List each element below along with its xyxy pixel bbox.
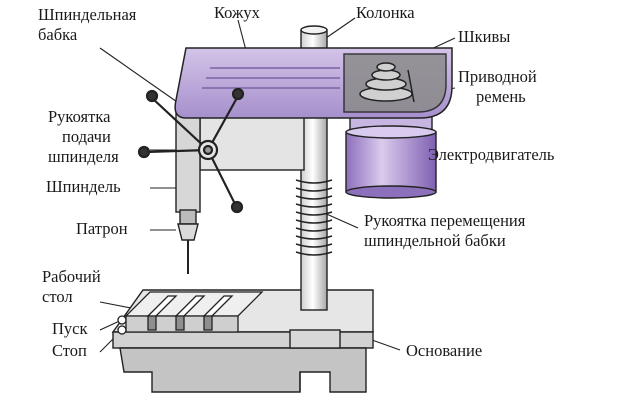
column-spring: [295, 179, 333, 256]
label-column: Колонка: [356, 3, 415, 22]
label-stop: Стоп: [52, 341, 87, 360]
label-pulleys: Шкивы: [458, 27, 511, 46]
label-drive-belt-line2: ремень: [476, 87, 526, 106]
label-move-handle-line1: Рукоятка перемещения: [364, 211, 526, 230]
work-table-shape: [117, 291, 264, 335]
motor-shape: [345, 111, 437, 199]
label-start: Пуск: [52, 319, 88, 338]
label-spindle-head-line1: Шпиндельная: [38, 5, 137, 24]
label-casing: Кожух: [214, 3, 260, 22]
label-chuck: Патрон: [76, 219, 128, 238]
label-work-table-line1: Рабочий: [42, 267, 101, 286]
label-drive-belt-line1: Приводной: [458, 67, 537, 86]
label-move-handle-line2: шпиндельной бабки: [364, 231, 506, 250]
label-feed-handle-line1: Рукоятка: [48, 107, 111, 126]
label-spindle-head-line2: бабка: [38, 25, 78, 44]
label-feed-handle-line2: подачи: [62, 127, 111, 146]
label-motor: Электродвигатель: [428, 145, 555, 164]
label-base: Основание: [406, 341, 483, 360]
label-work-table-line2: стол: [42, 287, 73, 306]
label-spindle: Шпиндель: [46, 177, 121, 196]
feed-handle-shape: [137, 87, 245, 214]
label-feed-handle-line3: шпинделя: [48, 147, 119, 166]
spindle-head-shape: [175, 107, 305, 274]
casing-shape: [174, 47, 453, 119]
